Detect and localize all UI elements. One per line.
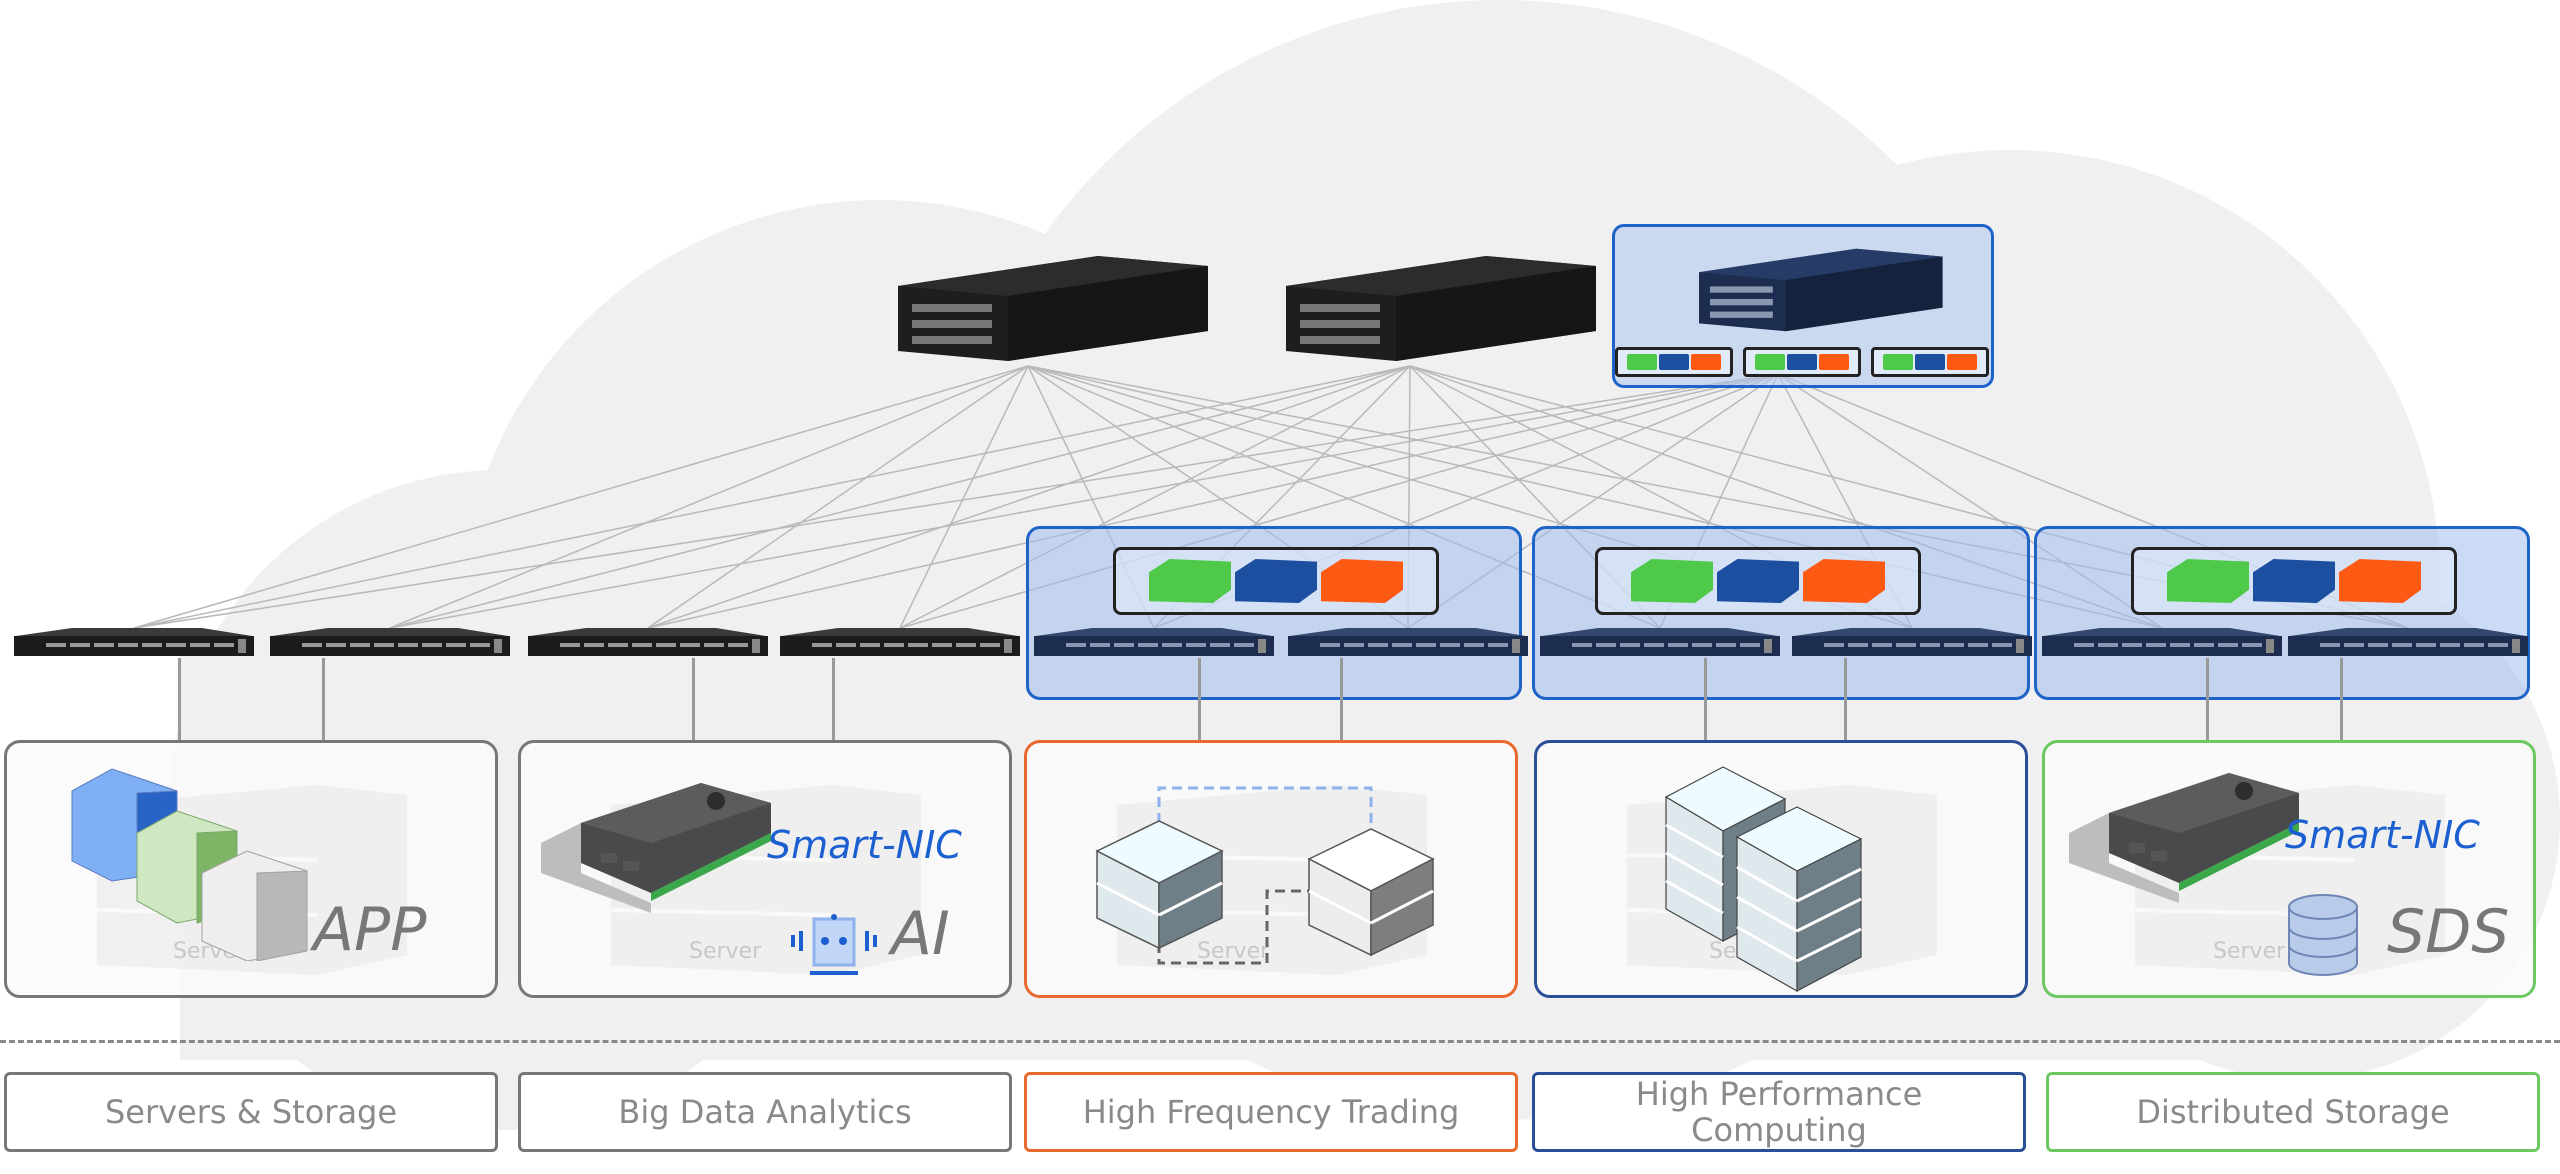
spine-switch-3[interactable] [1639, 233, 1979, 343]
stacked-cubes-icon [71, 768, 308, 961]
vnf-box [1113, 547, 1439, 615]
spine-switch-3-highlight[interactable] [1612, 224, 1994, 388]
vnf-group-3 [1871, 347, 1989, 377]
switch-icon [1288, 628, 1528, 656]
vnf-group-1 [1615, 347, 1733, 377]
orange-block-icon [2339, 559, 2421, 603]
leaf-switch-9[interactable] [2040, 626, 2284, 658]
spine-switch-1[interactable] [868, 236, 1208, 376]
uplink-line [1844, 658, 1847, 740]
robot-icon [791, 914, 877, 975]
vnf-box [2131, 547, 2457, 615]
section-divider [0, 1040, 2560, 1043]
blue-block-icon [1915, 354, 1945, 370]
uplink-line [178, 658, 181, 740]
category-big-data-analytics[interactable]: Big Data Analytics [518, 1072, 1012, 1152]
switch-icon [1792, 628, 2032, 656]
blue-block-icon [2253, 559, 2335, 603]
leaf-switch-8[interactable] [1790, 626, 2034, 658]
smart-nic-card-icon [2069, 773, 2299, 903]
smart-nic-label: Smart-NIC [2285, 813, 2480, 857]
uplink-line [1340, 658, 1343, 740]
orange-block-icon [1803, 559, 1885, 603]
uplink-line [1704, 658, 1707, 740]
orange-block-icon [1947, 354, 1977, 370]
blue-block-icon [1659, 354, 1689, 370]
uplink-line [692, 658, 695, 740]
leaf-switch-6[interactable] [1286, 626, 1530, 658]
leaf-switch-1[interactable] [12, 626, 256, 658]
server-cluster-icon [1664, 766, 1863, 993]
blue-block-icon [1717, 559, 1799, 603]
switch-icon [898, 256, 1208, 361]
paired-servers-icon [1095, 786, 1435, 965]
card-title: APP [313, 895, 427, 965]
blue-block-icon [1787, 354, 1817, 370]
category-servers-storage[interactable]: Servers & Storage [4, 1072, 498, 1152]
switch-icon [1699, 248, 1943, 332]
vnf-box [1595, 547, 1921, 615]
uplink-line [322, 658, 325, 740]
card-hft[interactable]: Server [1024, 740, 1518, 998]
category-high-frequency-trading[interactable]: High Frequency Trading [1024, 1072, 1518, 1152]
smart-nic-card-icon [541, 783, 771, 913]
switch-icon [14, 628, 254, 656]
green-block-icon [1631, 559, 1713, 603]
green-block-icon [1149, 559, 1231, 603]
card-title: SDS [2387, 897, 2510, 967]
green-block-icon [2167, 559, 2249, 603]
server-label: Server [1197, 939, 1270, 964]
orange-block-icon [1819, 354, 1849, 370]
card-big-data[interactable]: Server Smart-NIC AI [518, 740, 1012, 998]
green-block-icon [1883, 354, 1913, 370]
spine-switch-2[interactable] [1256, 236, 1596, 376]
switch-icon [1540, 628, 1780, 656]
card-title: AI [891, 899, 950, 969]
server-label: Server [2213, 939, 2286, 964]
leaf-switch-4[interactable] [778, 626, 1022, 658]
category-distributed-storage[interactable]: Distributed Storage [2046, 1072, 2540, 1152]
card-distributed-storage[interactable]: Server Smart-NIC SDS [2042, 740, 2536, 998]
uplink-line [832, 658, 835, 740]
leaf-switch-2[interactable] [268, 626, 512, 658]
green-block-icon [1755, 354, 1785, 370]
category-high-performance-computing[interactable]: High Performance Computing [1532, 1072, 2026, 1152]
switch-icon [270, 628, 510, 656]
green-block-icon [1627, 354, 1657, 370]
leaf-group-hpc[interactable] [1532, 526, 2030, 700]
vnf-group-2 [1743, 347, 1861, 377]
leaf-group-hft[interactable] [1026, 526, 1522, 700]
leaf-switch-10[interactable] [2286, 626, 2530, 658]
orange-block-icon [1321, 559, 1403, 603]
switch-icon [2042, 628, 2282, 656]
card-hpc[interactable]: Server [1534, 740, 2028, 998]
leaf-switch-7[interactable] [1538, 626, 1782, 658]
leaf-switch-3[interactable] [526, 626, 770, 658]
leaf-group-storage[interactable] [2034, 526, 2530, 700]
uplink-line [2340, 658, 2343, 740]
switch-icon [1034, 628, 1274, 656]
server-label: Server [689, 939, 762, 964]
uplink-line [1198, 658, 1201, 740]
smart-nic-label: Smart-NIC [767, 823, 962, 867]
card-servers-storage[interactable]: Server APP [4, 740, 498, 998]
leaf-switch-5[interactable] [1032, 626, 1276, 658]
switch-icon [780, 628, 1020, 656]
uplink-line [2206, 658, 2209, 740]
blue-block-icon [1235, 559, 1317, 603]
switch-icon [1286, 256, 1596, 361]
switch-icon [528, 628, 768, 656]
switch-icon [2288, 628, 2528, 656]
database-icon [2288, 894, 2358, 976]
orange-block-icon [1691, 354, 1721, 370]
